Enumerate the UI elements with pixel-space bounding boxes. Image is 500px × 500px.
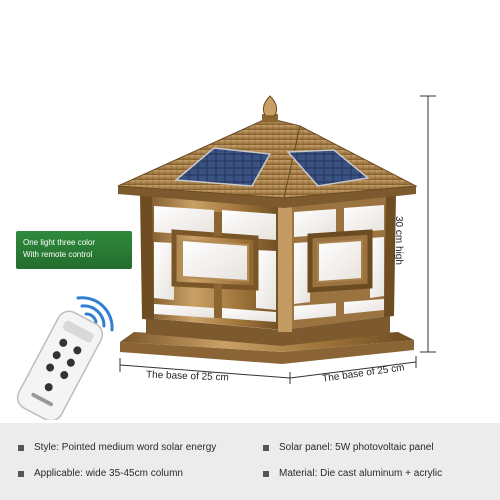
bullet-square-icon: [18, 470, 24, 477]
right-glass-panes: [294, 205, 384, 320]
spec-panel: [0, 423, 500, 500]
roof-finial: [262, 95, 278, 122]
left-glass-panes: [154, 206, 276, 322]
spec-solar-panel-text: Solar panel: 5W photovoltaic panel: [279, 442, 434, 453]
wireless-signal-icon: [76, 296, 114, 332]
product-stage: One light three color With remote contro…: [16, 95, 436, 420]
base-dimension-lines: [119, 356, 417, 384]
bullet-square-icon: [263, 470, 269, 477]
solar-panel-left: [174, 147, 272, 187]
spec-material: Material: Die cast aluminum + acrylic: [263, 468, 442, 479]
badge-line-1: One light three color: [23, 238, 96, 247]
spec-solar-panel: Solar panel: 5W photovoltaic panel: [263, 442, 434, 453]
spec-material-text: Material: Die cast aluminum + acrylic: [279, 468, 443, 479]
spec-applicable-text: Applicable: wide 35-45cm column: [34, 468, 183, 479]
solar-lamp-image: [16, 95, 436, 420]
remote-control-icon: [16, 310, 104, 420]
bullet-square-icon: [18, 444, 24, 451]
height-label: 30 cm high: [393, 216, 404, 265]
badge-line-2: With remote control: [23, 250, 93, 259]
feature-badge: One light three color With remote contro…: [16, 231, 132, 269]
height-dimension-line: [420, 95, 436, 353]
spec-applicable: Applicable: wide 35-45cm column: [18, 468, 183, 479]
solar-panel-right: [286, 149, 370, 187]
spec-style: Style: Pointed medium word solar energy: [18, 442, 216, 453]
lamp-base: [120, 340, 414, 364]
bullet-square-icon: [263, 444, 269, 451]
spec-style-text: Style: Pointed medium word solar energy: [34, 442, 217, 453]
